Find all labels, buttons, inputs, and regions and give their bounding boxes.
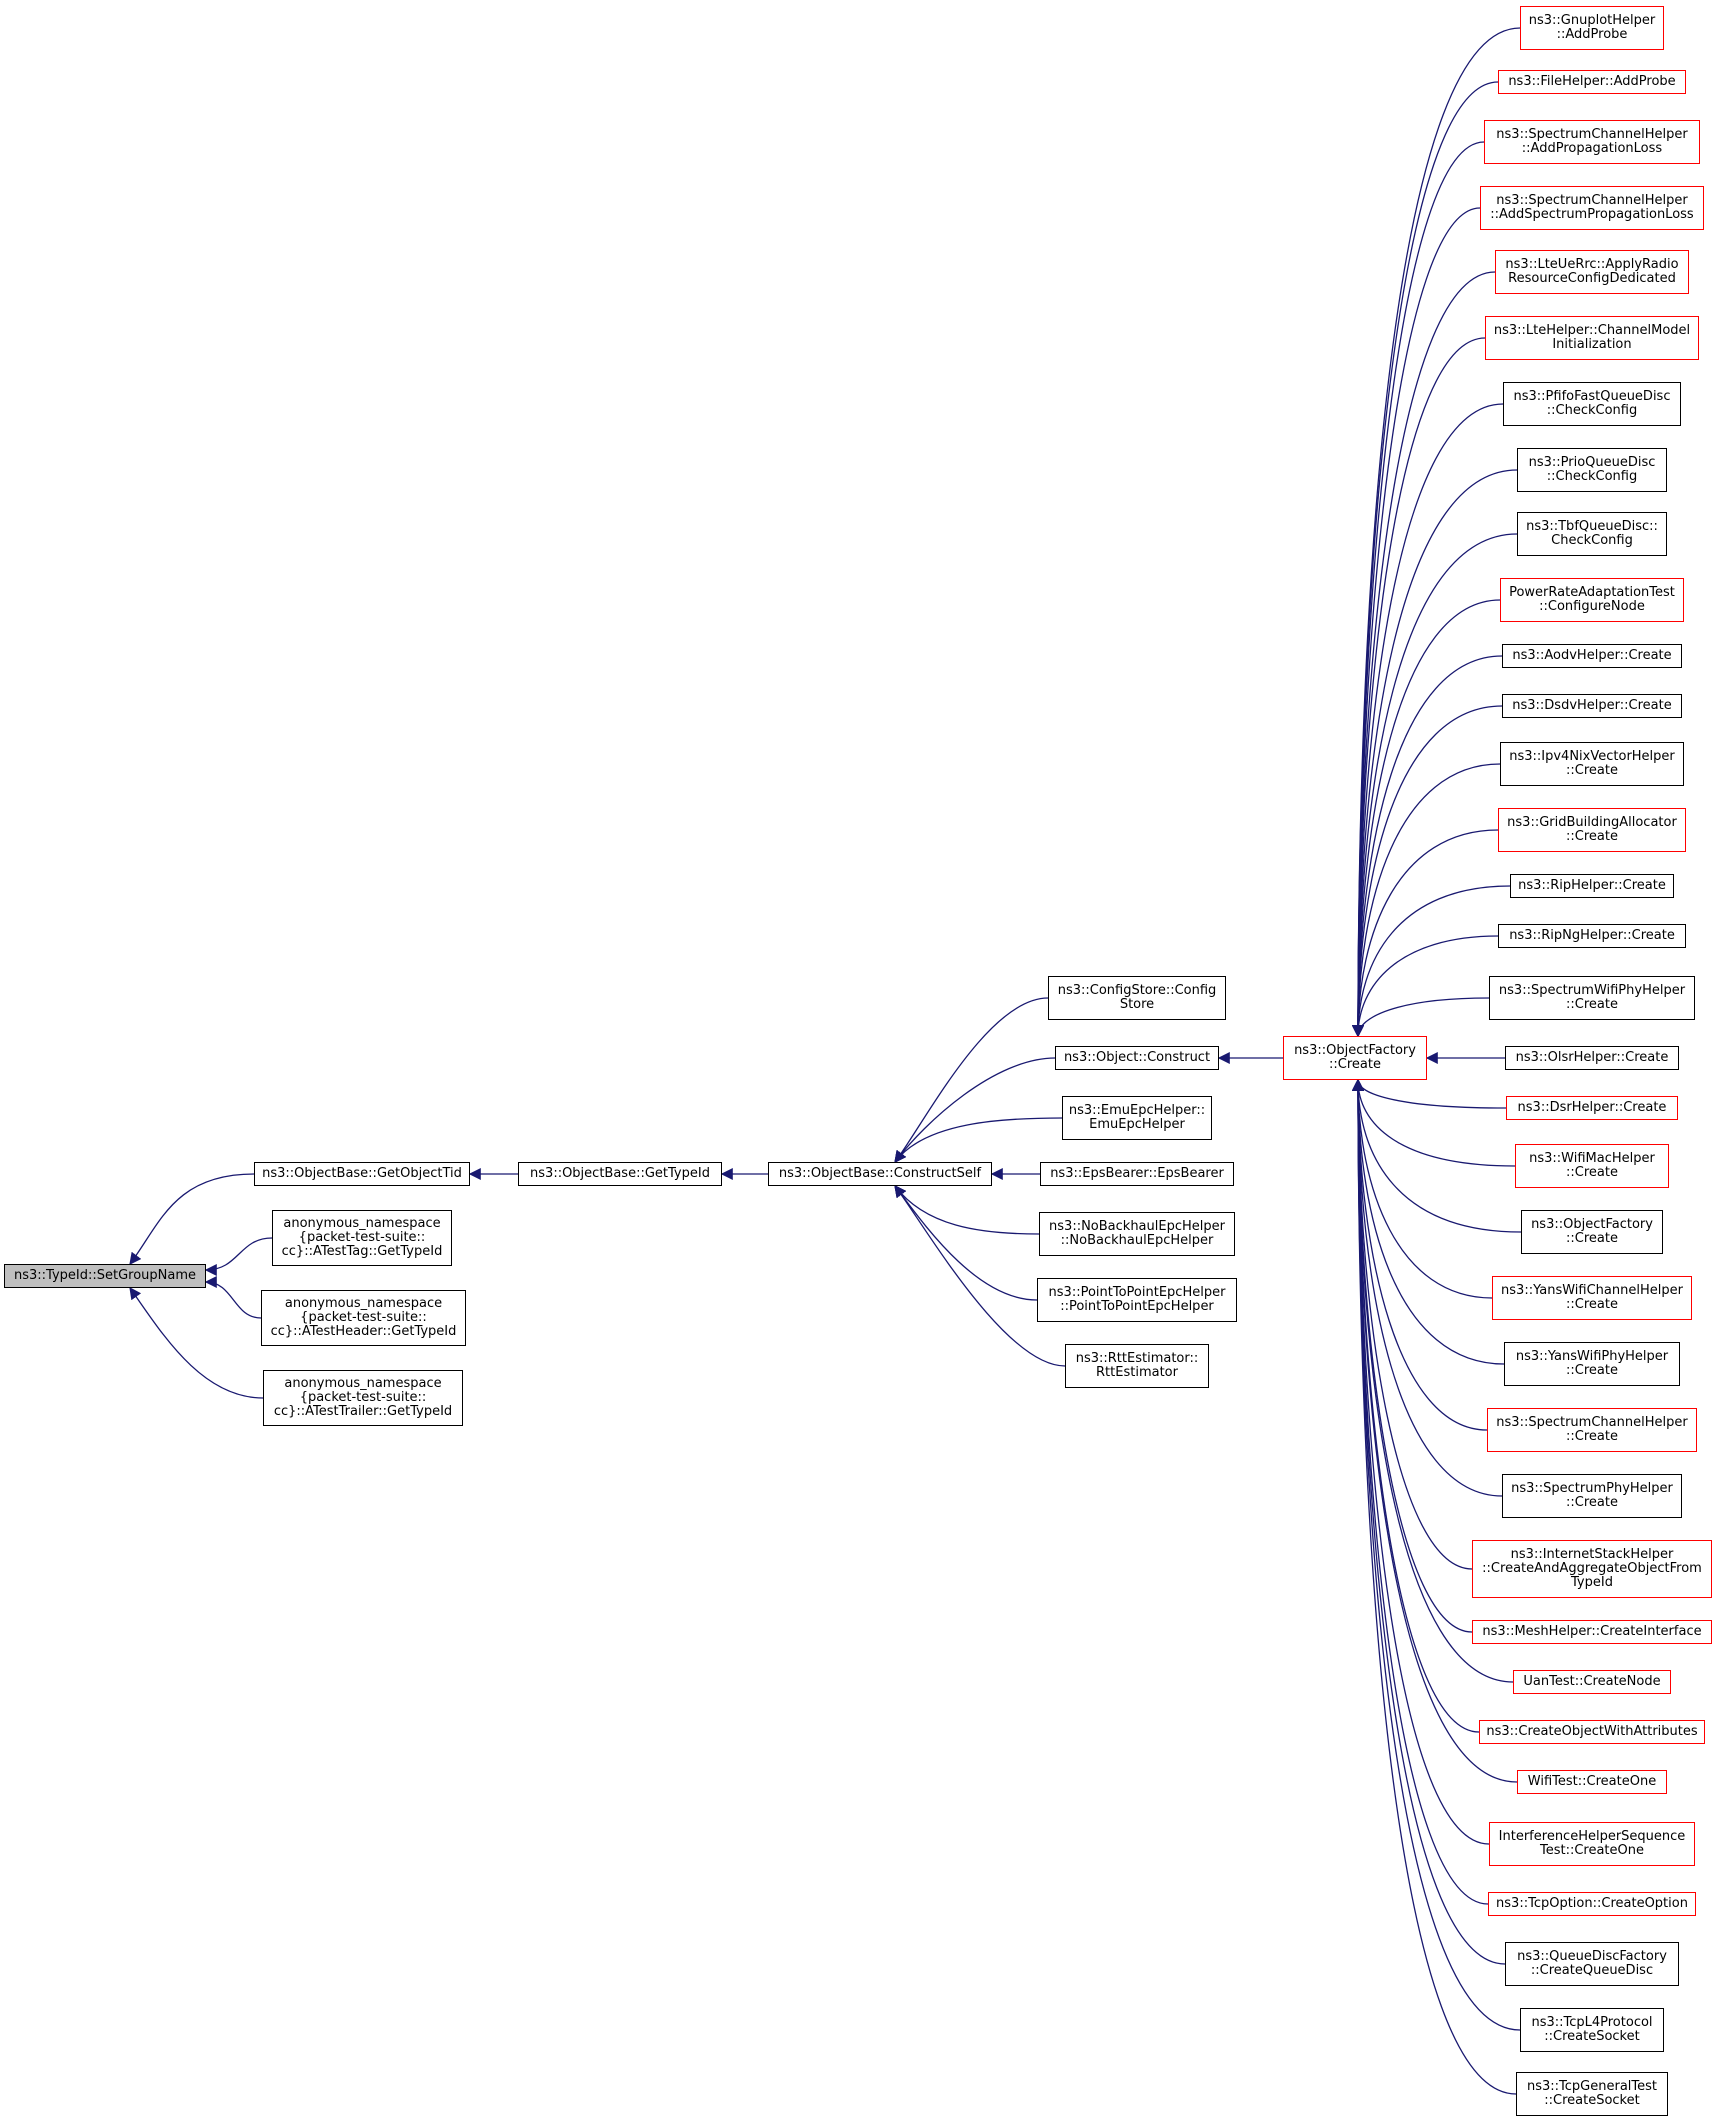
edge-12 xyxy=(1352,763,1501,1038)
node-epsbearer[interactable]: ns3::EpsBearer::EpsBearer xyxy=(1040,1162,1234,1186)
edge-20 xyxy=(1352,1078,1522,1233)
node-caller-powerrateadaptationtest-configurenode[interactable]: PowerRateAdaptationTest ::ConfigureNode xyxy=(1500,578,1684,622)
edge-36 xyxy=(894,997,1049,1163)
node-caller-ns3-prioqueuedisc-checkconfig[interactable]: ns3::PrioQueueDisc ::CheckConfig xyxy=(1517,448,1667,492)
node-caller-ns3-spectrumchannelhelper-addspectrumpropagationloss[interactable]: ns3::SpectrumChannelHelper ::AddSpectrum… xyxy=(1480,186,1704,230)
edge-21 xyxy=(1352,1078,1493,1299)
edge-4 xyxy=(1352,271,1496,1038)
node-caller-ns3-tcpoption-createoption[interactable]: ns3::TcpOption::CreateOption xyxy=(1488,1892,1696,1916)
node-caller-ns3-filehelper-addprobe[interactable]: ns3::FileHelper::AddProbe xyxy=(1498,70,1686,94)
edge-26 xyxy=(1352,1078,1473,1633)
edge-32 xyxy=(1352,1078,1506,1965)
edge-28 xyxy=(1352,1078,1480,1733)
node-caller-ns3-aodvhelper-create[interactable]: ns3::AodvHelper::Create xyxy=(1502,644,1682,668)
edge-7 xyxy=(1352,469,1518,1038)
node-object-construct[interactable]: ns3::Object::Construct xyxy=(1055,1046,1219,1070)
edge-23 xyxy=(1352,1078,1488,1431)
node-caller-interferencehelpersequence-test-createone[interactable]: InterferenceHelperSequence Test::CreateO… xyxy=(1489,1822,1695,1866)
node-caller-ns3-dsdvhelper-create[interactable]: ns3::DsdvHelper::Create xyxy=(1502,694,1682,718)
node-emuepchelper[interactable]: ns3::EmuEpcHelper:: EmuEpcHelper xyxy=(1062,1096,1212,1140)
node-caller-ns3-objectfactory-create[interactable]: ns3::ObjectFactory ::Create xyxy=(1521,1210,1663,1254)
edge-15 xyxy=(1352,935,1499,1038)
node-caller-ns3-gnuplothelper-addprobe[interactable]: ns3::GnuplotHelper ::AddProbe xyxy=(1520,6,1664,50)
edge-41 xyxy=(894,1185,1038,1301)
node-caller-ns3-gridbuildingallocator-create[interactable]: ns3::GridBuildingAllocator ::Create xyxy=(1498,808,1686,852)
node-objectbase-constructself[interactable]: ns3::ObjectBase::ConstructSelf xyxy=(768,1162,992,1186)
edge-8 xyxy=(1352,533,1518,1038)
node-atesttag-gettypeid[interactable]: anonymous_namespace {packet-test-suite::… xyxy=(272,1210,452,1266)
edge-16 xyxy=(1352,997,1490,1038)
node-objectfactory-create-hub[interactable]: ns3::ObjectFactory ::Create xyxy=(1283,1036,1427,1080)
node-caller-ns3-spectrumwifiphyhelper-create[interactable]: ns3::SpectrumWifiPhyHelper ::Create xyxy=(1489,976,1695,1020)
edge-2 xyxy=(1352,141,1485,1038)
node-caller-ns3-spectrumchannelhelper-addpropagationloss[interactable]: ns3::SpectrumChannelHelper ::AddPropagat… xyxy=(1484,120,1700,164)
node-caller-uantest-createnode[interactable]: UanTest::CreateNode xyxy=(1513,1670,1671,1694)
edge-1 xyxy=(1352,81,1499,1038)
node-rttestimator[interactable]: ns3::RttEstimator:: RttEstimator xyxy=(1065,1344,1209,1388)
edge-38 xyxy=(894,1117,1063,1163)
node-caller-ns3-queuediscfactory-createqueuedisc[interactable]: ns3::QueueDiscFactory ::CreateQueueDisc xyxy=(1505,1942,1679,1986)
node-caller-ns3-createobjectwithattributes[interactable]: ns3::CreateObjectWithAttributes xyxy=(1479,1720,1705,1744)
node-objectbase-gettypeid[interactable]: ns3::ObjectBase::GetTypeId xyxy=(518,1162,722,1186)
edge-18 xyxy=(1352,1078,1507,1109)
node-caller-ns3-pfifofastqueuedisc-checkconfig[interactable]: ns3::PfifoFastQueueDisc ::CheckConfig xyxy=(1503,382,1681,426)
edge-34 xyxy=(1352,1078,1517,2095)
edge-0 xyxy=(1352,27,1521,1038)
edge-45 xyxy=(129,1173,255,1265)
node-caller-ns3-olsrhelper-create[interactable]: ns3::OlsrHelper::Create xyxy=(1505,1046,1679,1070)
edge-9 xyxy=(1352,599,1501,1038)
edge-40 xyxy=(894,1185,1040,1235)
edge-46 xyxy=(204,1237,273,1276)
edge-19 xyxy=(1352,1078,1516,1167)
node-caller-ns3-ltehelper-channelmodel-initialization[interactable]: ns3::LteHelper::ChannelModel Initializat… xyxy=(1485,316,1699,360)
edge-47 xyxy=(204,1276,262,1319)
node-caller-ns3-yanswifichannelhelper-create[interactable]: ns3::YansWifiChannelHelper ::Create xyxy=(1492,1276,1692,1320)
node-caller-ns3-spectrumchannelhelper-create[interactable]: ns3::SpectrumChannelHelper ::Create xyxy=(1487,1408,1697,1452)
node-caller-ns3-meshhelper-createinterface[interactable]: ns3::MeshHelper::CreateInterface xyxy=(1472,1620,1712,1644)
node-caller-ns3-internetstackhelper-createandaggregateobjectfrom-typeid[interactable]: ns3::InternetStackHelper ::CreateAndAggr… xyxy=(1472,1540,1712,1598)
node-caller-wifitest-createone[interactable]: WifiTest::CreateOne xyxy=(1517,1770,1667,1794)
edge-48 xyxy=(129,1287,264,1399)
edge-11 xyxy=(1352,705,1503,1038)
node-caller-ns3-riphelper-create[interactable]: ns3::RipHelper::Create xyxy=(1510,874,1674,898)
node-pointtopointepchelper[interactable]: ns3::PointToPointEpcHelper ::PointToPoin… xyxy=(1037,1278,1237,1322)
node-caller-ns3-ipv4nixvectorhelper-create[interactable]: ns3::Ipv4NixVectorHelper ::Create xyxy=(1500,742,1684,786)
edge-37 xyxy=(894,1057,1056,1163)
node-configstore-configstore[interactable]: ns3::ConfigStore::Config Store xyxy=(1048,976,1226,1020)
node-nobackhaulepchelper[interactable]: ns3::NoBackhaulEpcHelper ::NoBackhaulEpc… xyxy=(1039,1212,1235,1256)
node-caller-ns3-tcpgeneraltest-createsocket[interactable]: ns3::TcpGeneralTest ::CreateSocket xyxy=(1516,2072,1668,2116)
edge-25 xyxy=(1352,1078,1473,1570)
edge-24 xyxy=(1352,1078,1503,1497)
node-caller-ns3-lteuerrc-applyradio-resourceconfigdedicated[interactable]: ns3::LteUeRrc::ApplyRadio ResourceConfig… xyxy=(1495,250,1689,294)
edge-22 xyxy=(1352,1078,1505,1365)
node-typeid-setgroupname: ns3::TypeId::SetGroupName xyxy=(4,1264,206,1288)
edge-42 xyxy=(894,1185,1066,1367)
node-caller-ns3-yanswifiphyhelper-create[interactable]: ns3::YansWifiPhyHelper ::Create xyxy=(1504,1342,1680,1386)
node-atestheader-gettypeid[interactable]: anonymous_namespace {packet-test-suite::… xyxy=(261,1290,466,1346)
node-caller-ns3-tbfqueuedisc-checkconfig[interactable]: ns3::TbfQueueDisc:: CheckConfig xyxy=(1517,512,1667,556)
node-caller-ns3-dsrhelper-create[interactable]: ns3::DsrHelper::Create xyxy=(1506,1096,1678,1120)
node-caller-ns3-ripnghelper-create[interactable]: ns3::RipNgHelper::Create xyxy=(1498,924,1686,948)
node-objectbase-getobjecttid[interactable]: ns3::ObjectBase::GetObjectTid xyxy=(254,1162,470,1186)
edge-14 xyxy=(1352,885,1511,1038)
node-caller-ns3-spectrumphyhelper-create[interactable]: ns3::SpectrumPhyHelper ::Create xyxy=(1502,1474,1682,1518)
edge-10 xyxy=(1352,655,1503,1038)
edge-13 xyxy=(1352,829,1499,1038)
node-caller-ns3-wifimachelper-create[interactable]: ns3::WifiMacHelper ::Create xyxy=(1515,1144,1669,1188)
node-caller-ns3-tcpl4protocol-createsocket[interactable]: ns3::TcpL4Protocol ::CreateSocket xyxy=(1520,2008,1664,2052)
node-atesttrailer-gettypeid[interactable]: anonymous_namespace {packet-test-suite::… xyxy=(263,1370,463,1426)
